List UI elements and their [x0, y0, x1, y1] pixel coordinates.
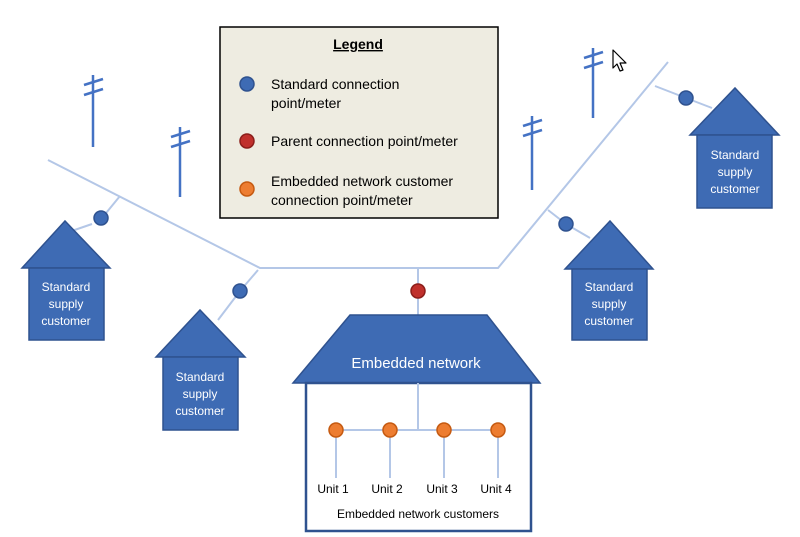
cursor-icon	[612, 49, 627, 72]
parent-meter	[410, 283, 426, 299]
legend-embedded-meter-icon	[239, 181, 255, 197]
house-label: customer	[41, 314, 90, 328]
standard-supply-customer-house: Standard supply customer	[563, 219, 655, 341]
embedded-customer-meter	[382, 422, 398, 438]
unit-label: Unit 1	[317, 482, 349, 496]
legend-item-label: Parent connection point/meter	[271, 133, 458, 149]
unit-label: Unit 2	[371, 482, 403, 496]
legend-standard-meter-icon	[239, 76, 255, 92]
house-label: customer	[175, 404, 224, 418]
power-pole-icon	[170, 127, 191, 197]
house-label: Standard	[42, 280, 91, 294]
house-label: supply	[183, 387, 218, 401]
standard-supply-customer-house: Standard supply customer	[20, 219, 112, 341]
standard-meter	[232, 283, 248, 299]
standard-meter	[93, 210, 109, 226]
standard-meter	[678, 90, 694, 106]
embedded-customer-meter	[436, 422, 452, 438]
embedded-network-building: Embedded network Unit 1 Unit 2 Unit 3 Un…	[291, 314, 542, 533]
embedded-customers-caption: Embedded network customers	[337, 507, 499, 521]
house-label: Standard	[711, 148, 760, 162]
embedded-customer-meter	[490, 422, 506, 438]
legend-item-label: connection point/meter	[271, 192, 413, 208]
legend-parent-meter-icon	[239, 133, 255, 149]
house-label: Standard	[585, 280, 634, 294]
house-label: supply	[592, 297, 627, 311]
house-label: supply	[718, 165, 753, 179]
legend-title: Legend	[333, 36, 383, 52]
legend-box	[219, 26, 499, 219]
house-label: Standard	[176, 370, 225, 384]
power-pole-icon	[83, 75, 104, 147]
embedded-customer-meter	[328, 422, 344, 438]
power-pole-icon	[522, 116, 543, 190]
legend: Legend Standard connection point/meter P…	[219, 26, 499, 219]
unit-label: Unit 3	[426, 482, 458, 496]
embedded-network-title: Embedded network	[351, 355, 481, 372]
standard-supply-customer-house: Standard supply customer	[688, 86, 781, 209]
embedded-internal-wiring	[335, 383, 499, 478]
standard-meter	[558, 216, 574, 232]
standard-supply-customer-house: Standard supply customer	[154, 308, 247, 431]
house-label: customer	[584, 314, 633, 328]
house-label: customer	[710, 182, 759, 196]
legend-item-label: Embedded network customer	[271, 173, 453, 189]
house-label: supply	[49, 297, 84, 311]
power-pole-icon	[583, 48, 604, 118]
legend-item-label: Standard connection	[271, 76, 399, 92]
legend-item-label: point/meter	[271, 95, 341, 111]
unit-label: Unit 4	[480, 482, 512, 496]
